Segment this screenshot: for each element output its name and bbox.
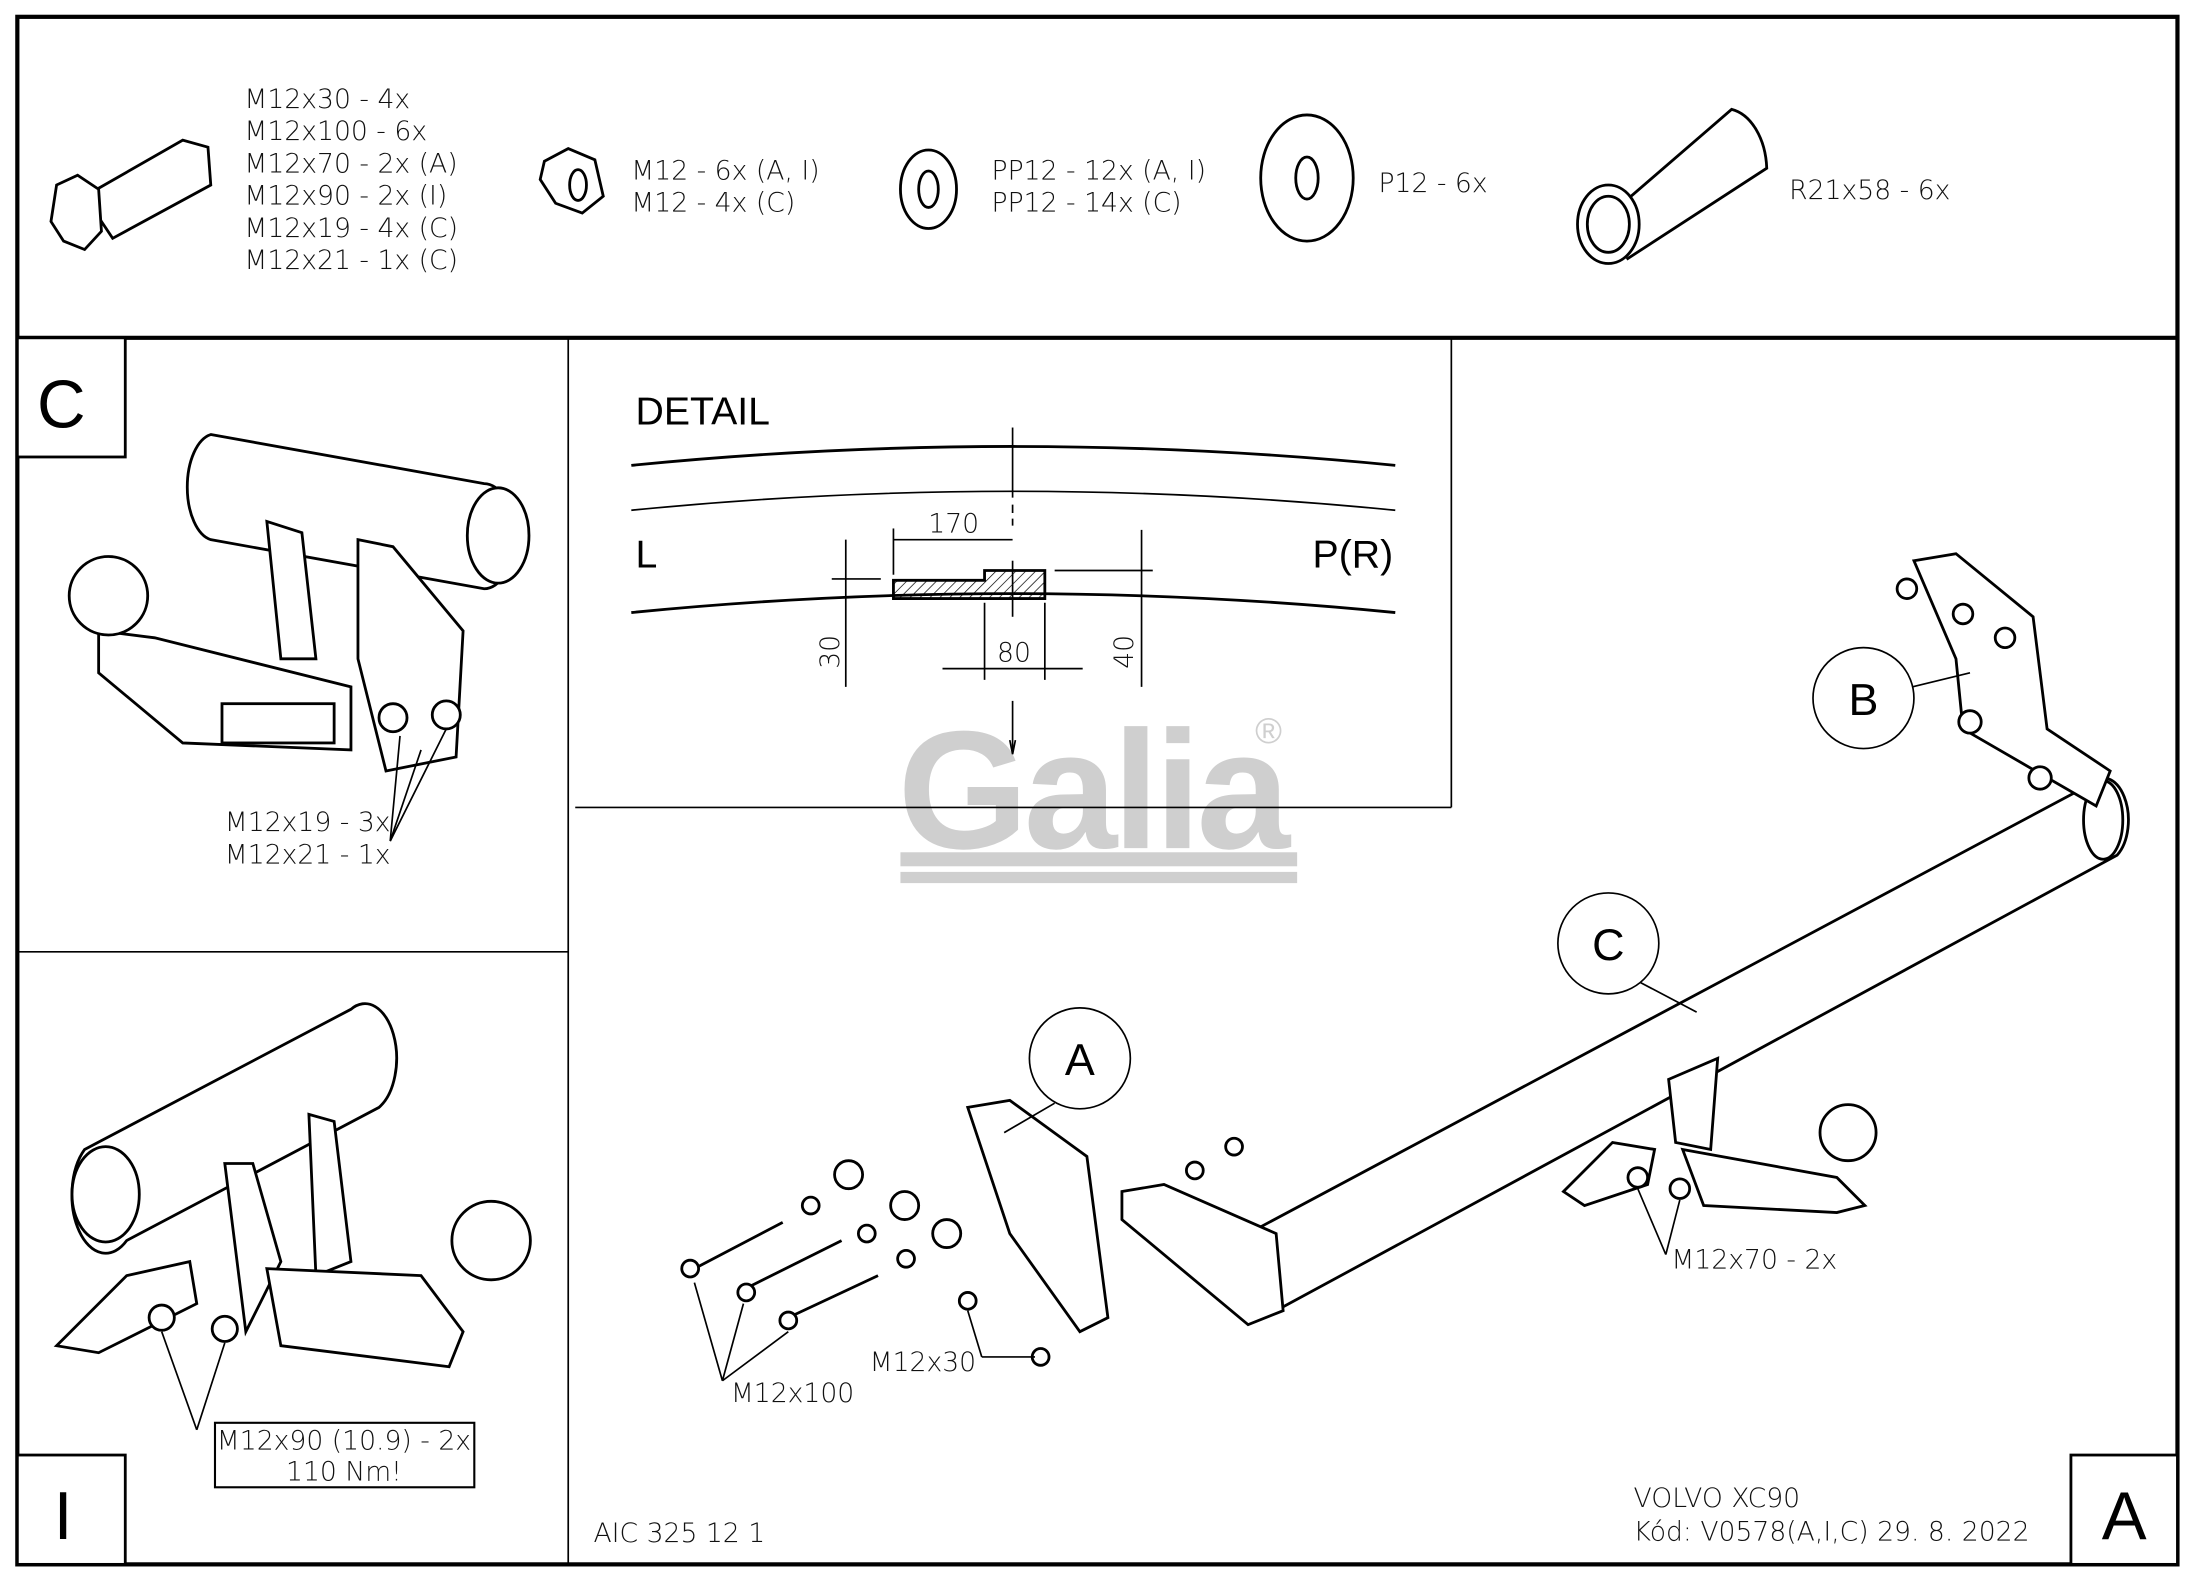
detail-view: DETAIL L P(R) 170 80 30 40	[575, 337, 1453, 809]
balloon-c: C	[1592, 919, 1624, 970]
callout-m12x30: M12x30	[870, 1347, 977, 1378]
balloon-a: A	[1065, 1034, 1095, 1085]
panel-c: C M12x19 - 3x M12x21 - 1x	[15, 336, 531, 870]
part-label: P12 - 6x	[1378, 168, 1487, 199]
part-label: PP12 - 14x (C)	[992, 188, 1182, 219]
panel-i: I M12x90 (10.9) - 2x 110 Nm!	[15, 1002, 532, 1566]
dim-30: 30	[815, 635, 846, 669]
part-label: M12x90 - 2x (I)	[244, 181, 447, 212]
part-label: PP12 - 12x (A, I)	[992, 155, 1206, 186]
drawing-number: AIC 325 12 1	[593, 1518, 765, 1549]
part-label: M12x21 - 1x (C)	[244, 245, 458, 276]
callout-m12x100: M12x100	[731, 1378, 854, 1409]
callout: M12x21 - 1x	[225, 839, 391, 870]
part-label: R21x58 - 6x	[1789, 175, 1950, 206]
bolt-list: M12x30 - 4x M12x100 - 6x M12x70 - 2x (A)…	[244, 84, 458, 276]
callout: M12x19 - 3x	[225, 807, 391, 838]
dim-170: 170	[928, 509, 979, 540]
part-label: M12x30 - 4x	[244, 84, 410, 115]
spring-washer-icon	[899, 148, 958, 230]
washer-icon	[1259, 113, 1355, 243]
main-assembly: M12x100 M12x30 M12x70 - 2x A B C	[680, 552, 2130, 1409]
sheet-label: A	[2102, 1479, 2147, 1554]
registered-mark: ®	[1255, 710, 1282, 751]
detail-title: DETAIL	[636, 390, 770, 434]
dim-40: 40	[1109, 635, 1140, 669]
dim-80: 80	[997, 638, 1031, 669]
callout-m12x70: M12x70 - 2x	[1671, 1245, 1837, 1276]
part-label: M12x100 - 6x	[244, 116, 427, 147]
panel-label: I	[54, 1479, 73, 1554]
detail-right-label: P(R)	[1313, 533, 1394, 577]
part-label: M12x19 - 4x (C)	[244, 213, 458, 244]
balloon-b: B	[1849, 674, 1879, 725]
vehicle-name: VOLVO XC90	[1634, 1483, 1801, 1514]
part-label: M12 - 4x (C)	[631, 188, 795, 219]
panel-label: C	[37, 368, 86, 443]
callout: M12x90 (10.9) - 2x	[217, 1425, 471, 1456]
bolt-icon	[49, 138, 213, 252]
callout-torque: 110 Nm!	[286, 1456, 402, 1487]
part-label: M12 - 6x (A, I)	[631, 155, 819, 186]
galia-logo: Galia ®	[898, 696, 1298, 884]
nut-icon	[538, 147, 605, 215]
spacer-tube-icon	[1576, 107, 1769, 265]
part-label: M12x70 - 2x (A)	[244, 148, 457, 179]
drawing-frame	[15, 14, 2180, 1567]
detail-left-label: L	[636, 533, 658, 577]
product-code-date: Kód: V0578(A,I,C) 29. 8. 2022	[1634, 1517, 2030, 1548]
